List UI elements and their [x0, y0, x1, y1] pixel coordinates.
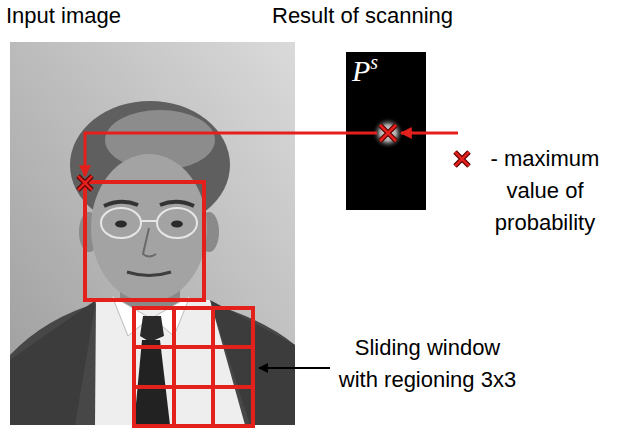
sliding-window-grid — [134, 308, 253, 426]
nose — [143, 228, 156, 257]
tie-knot — [140, 316, 164, 342]
face-detection-box — [85, 182, 204, 300]
legend-text: - maximum value of probability — [476, 143, 614, 239]
eye — [115, 221, 127, 228]
marker-outline — [455, 152, 469, 166]
eye — [171, 221, 183, 228]
pointer-arrow — [259, 367, 330, 369]
grid-line — [211, 308, 215, 426]
portrait-photo — [10, 42, 295, 425]
face — [91, 154, 207, 302]
marker-outline — [78, 176, 92, 190]
probability-map-box: Ps — [346, 52, 426, 210]
pointer-arrow — [401, 132, 458, 135]
grid-line — [134, 345, 253, 349]
legend-entry: - maximum value of probability — [452, 143, 614, 239]
panel-heading: Input image — [6, 0, 121, 32]
symbol-text: P — [352, 54, 370, 87]
legend-marker — [452, 143, 476, 175]
mouth — [127, 272, 171, 276]
eyebrow — [104, 202, 138, 206]
max-marker — [380, 125, 396, 141]
glasses — [157, 208, 197, 238]
photo-background — [10, 42, 295, 425]
marker-cross — [380, 125, 396, 141]
glasses — [101, 208, 141, 238]
superscript-text: s — [370, 51, 378, 73]
lapel — [10, 300, 96, 425]
panel-heading: Result of scanning — [272, 0, 453, 32]
window-frame — [134, 308, 253, 426]
callout-label: Sliding window with regioning 3x3 — [336, 332, 519, 396]
grid-line — [172, 308, 176, 426]
marker-cross — [78, 176, 92, 190]
probability-map — [346, 52, 426, 210]
glasses-bridge — [141, 220, 157, 222]
tie — [134, 340, 170, 425]
mapping-arrow — [85, 133, 377, 176]
marker-cross — [455, 152, 469, 166]
max-marker — [78, 176, 92, 190]
grid-line — [134, 385, 253, 389]
eyebrow — [160, 202, 194, 206]
marker-outline — [380, 125, 396, 141]
